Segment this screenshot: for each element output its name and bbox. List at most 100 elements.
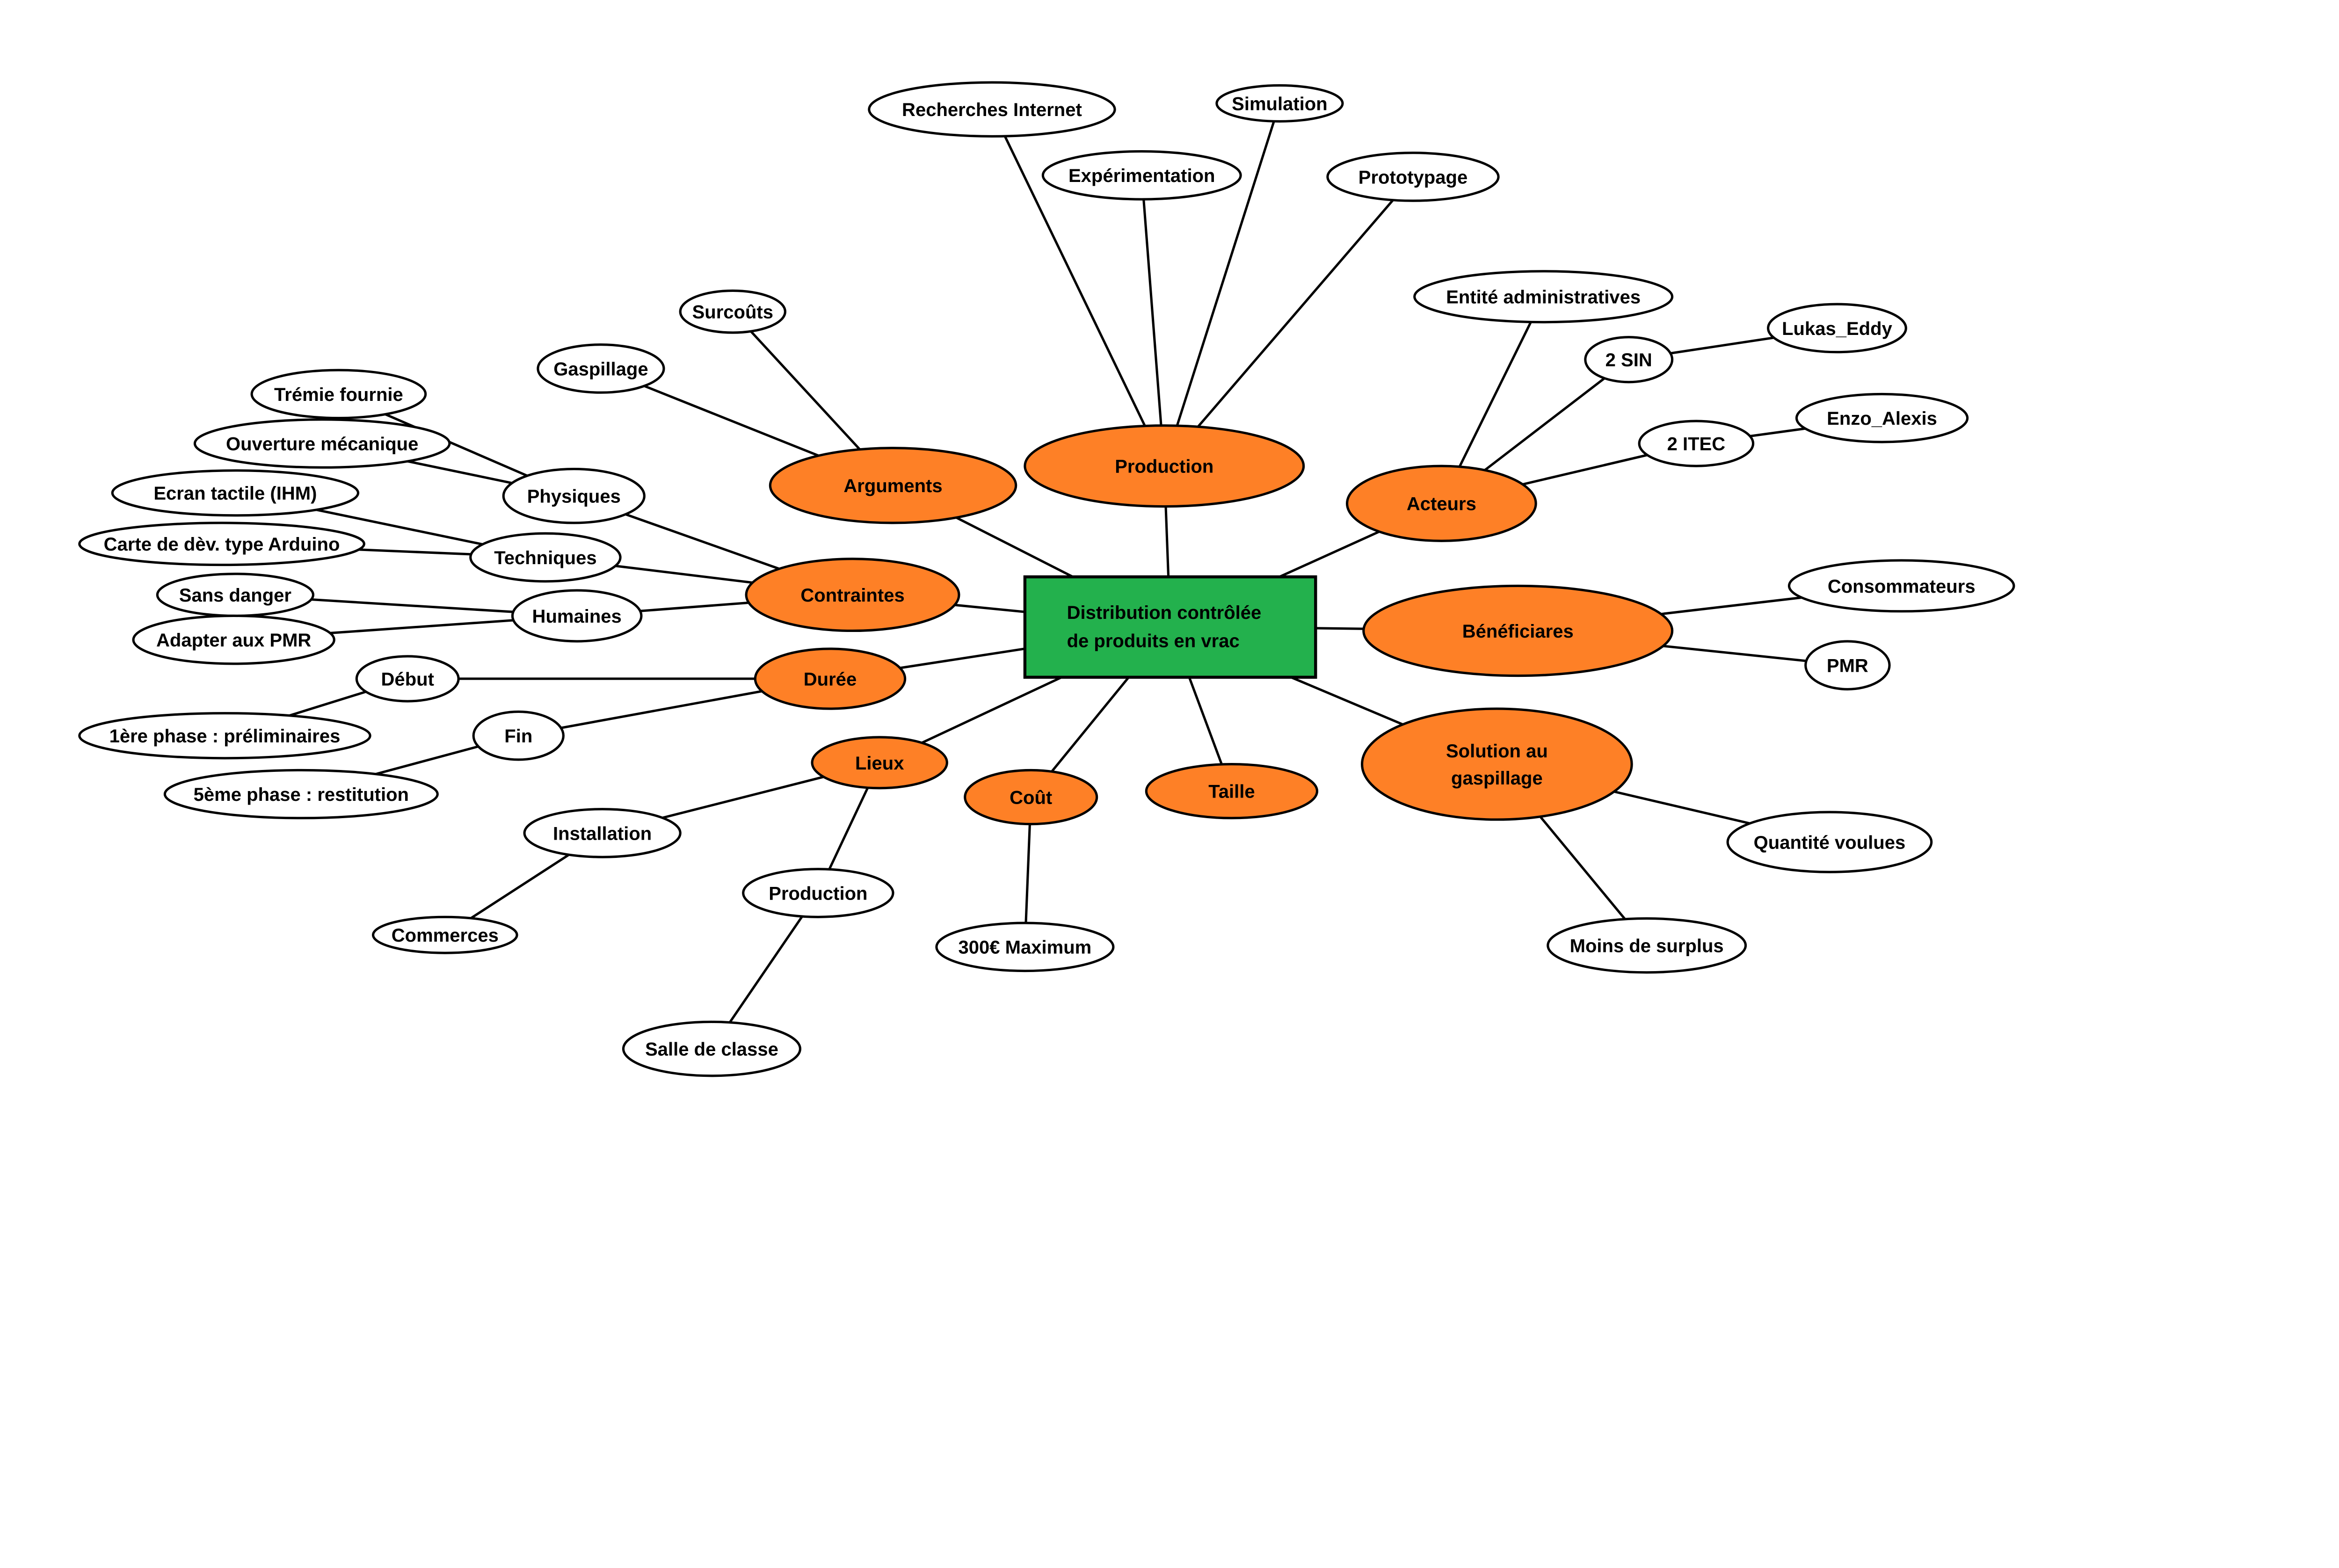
node-shape xyxy=(511,589,643,643)
node-pmr[interactable]: PMR xyxy=(1804,640,1891,690)
node-label: Enzo_Alexis xyxy=(1827,408,1937,429)
node-adapter[interactable]: Adapter aux PMR xyxy=(132,614,335,665)
node-enzo[interactable]: Enzo_Alexis xyxy=(1795,392,1969,443)
node-ouverture[interactable]: Ouverture mécanique xyxy=(193,418,451,469)
node-shape xyxy=(163,769,439,820)
node-label: Production xyxy=(769,883,867,904)
node-label: Lieux xyxy=(855,753,904,774)
node-label: 1ère phase : préliminaires xyxy=(109,726,341,747)
node-lieux[interactable]: Lieux xyxy=(811,736,948,790)
node-consommateurs[interactable]: Consommateurs xyxy=(1787,559,2015,613)
node-shape xyxy=(868,81,1116,138)
node-cout[interactable]: Coût xyxy=(964,769,1098,826)
node-label: Trémie fournie xyxy=(274,385,403,405)
node-surcouts[interactable]: Surcoûts xyxy=(679,289,786,334)
node-shape xyxy=(111,469,360,517)
node-shape xyxy=(622,1020,802,1077)
node-shape xyxy=(132,614,335,665)
node-shape xyxy=(469,532,622,583)
node-recherches[interactable]: Recherches Internet xyxy=(868,81,1116,138)
node-label: 2 ITEC xyxy=(1667,434,1726,455)
node-shape xyxy=(1787,559,2015,613)
connector-experimentation-production xyxy=(1140,175,1166,466)
node-taille[interactable]: Taille xyxy=(1145,763,1319,820)
node-shape xyxy=(811,736,948,790)
node-shape xyxy=(472,710,565,761)
node-production[interactable]: Production xyxy=(1024,424,1305,508)
node-shape xyxy=(250,369,427,420)
node-shape xyxy=(1767,303,1907,354)
node-shape xyxy=(1638,420,1755,467)
node-label: Contraintes xyxy=(800,585,904,606)
node-shape xyxy=(355,655,460,703)
node-ecran[interactable]: Ecran tactile (IHM) xyxy=(111,469,360,517)
node-installation[interactable]: Installation xyxy=(523,808,682,858)
node-shape xyxy=(769,447,1017,524)
node-commerces[interactable]: Commerces xyxy=(372,915,518,954)
node-physiques[interactable]: Physiques xyxy=(502,467,646,524)
node-shape xyxy=(1024,424,1305,508)
node-lukas[interactable]: Lukas_Eddy xyxy=(1767,303,1907,354)
node-shape xyxy=(372,915,518,954)
connector-simulation-production xyxy=(1163,103,1281,466)
node-label: Expérimentation xyxy=(1068,166,1215,186)
node-beneficiares[interactable]: Bénéficiares xyxy=(1362,584,1674,677)
node-shape xyxy=(78,712,371,760)
node-label: Lukas_Eddy xyxy=(1782,319,1892,339)
node-shape xyxy=(742,868,894,918)
node-label: Adapter aux PMR xyxy=(156,630,311,651)
node-itec[interactable]: 2 ITEC xyxy=(1638,420,1755,467)
node-simulation[interactable]: Simulation xyxy=(1215,84,1344,123)
node-shape xyxy=(78,522,365,566)
node-techniques[interactable]: Techniques xyxy=(469,532,622,583)
node-label: Fin xyxy=(504,726,532,747)
node-label: Techniques xyxy=(494,548,596,568)
node-shape xyxy=(1584,336,1674,384)
node-sansdanger[interactable]: Sans danger xyxy=(156,573,315,617)
node-shape xyxy=(1547,917,1747,974)
node-label: Sans danger xyxy=(179,585,291,606)
node-arguments[interactable]: Arguments xyxy=(769,447,1017,524)
node-sin[interactable]: 2 SIN xyxy=(1584,336,1674,384)
node-label: Salle de classe xyxy=(645,1039,778,1060)
node-entite[interactable]: Entité administratives xyxy=(1413,270,1674,324)
node-production2[interactable]: Production xyxy=(742,868,894,918)
node-gaspillage[interactable]: Gaspillage xyxy=(537,343,665,394)
node-acteurs[interactable]: Acteurs xyxy=(1346,465,1537,542)
node-humaines[interactable]: Humaines xyxy=(511,589,643,643)
node-label: Physiques xyxy=(527,486,621,507)
node-label: Coût xyxy=(1010,787,1052,808)
node-shape xyxy=(1726,811,1933,873)
node-label: Entité administratives xyxy=(1446,287,1641,308)
node-fin[interactable]: Fin xyxy=(472,710,565,761)
node-shape xyxy=(1804,640,1891,690)
mind-map: Distribution contrôlée de produits en vr… xyxy=(78,81,2015,1077)
node-salle[interactable]: Salle de classe xyxy=(622,1020,802,1077)
node-moins[interactable]: Moins de surplus xyxy=(1547,917,1747,974)
node-shape xyxy=(1346,465,1537,542)
node-shape xyxy=(679,289,786,334)
node-contraintes[interactable]: Contraintes xyxy=(745,558,960,632)
node-layer: ArgumentsProductionActeursContraintesBén… xyxy=(78,81,2015,1077)
node-duree[interactable]: Durée xyxy=(754,647,907,710)
node-label: Durée xyxy=(804,669,857,690)
node-phase5[interactable]: 5ème phase : restitution xyxy=(163,769,439,820)
center-node[interactable]: Distribution contrôlée de produits en vr… xyxy=(1023,575,1317,679)
node-phase1[interactable]: 1ère phase : préliminaires xyxy=(78,712,371,760)
node-max300[interactable]: 300€ Maximum xyxy=(935,922,1115,973)
node-shape xyxy=(523,808,682,858)
node-debut[interactable]: Début xyxy=(355,655,460,703)
node-quantite[interactable]: Quantité voulues xyxy=(1726,811,1933,873)
node-shape xyxy=(1361,707,1633,821)
node-prototypage[interactable]: Prototypage xyxy=(1326,152,1500,202)
node-label: Gaspillage xyxy=(553,359,648,379)
node-experimentation[interactable]: Expérimentation xyxy=(1041,150,1242,201)
node-tremie[interactable]: Trémie fournie xyxy=(250,369,427,420)
node-label: Moins de surplus xyxy=(1570,936,1724,957)
node-label: gaspillage xyxy=(1451,768,1543,789)
node-carte[interactable]: Carte de dèv. type Arduino xyxy=(78,522,365,566)
node-label: Début xyxy=(381,669,434,690)
node-label: Bénéficiares xyxy=(1462,621,1574,642)
node-shape xyxy=(1795,392,1969,443)
